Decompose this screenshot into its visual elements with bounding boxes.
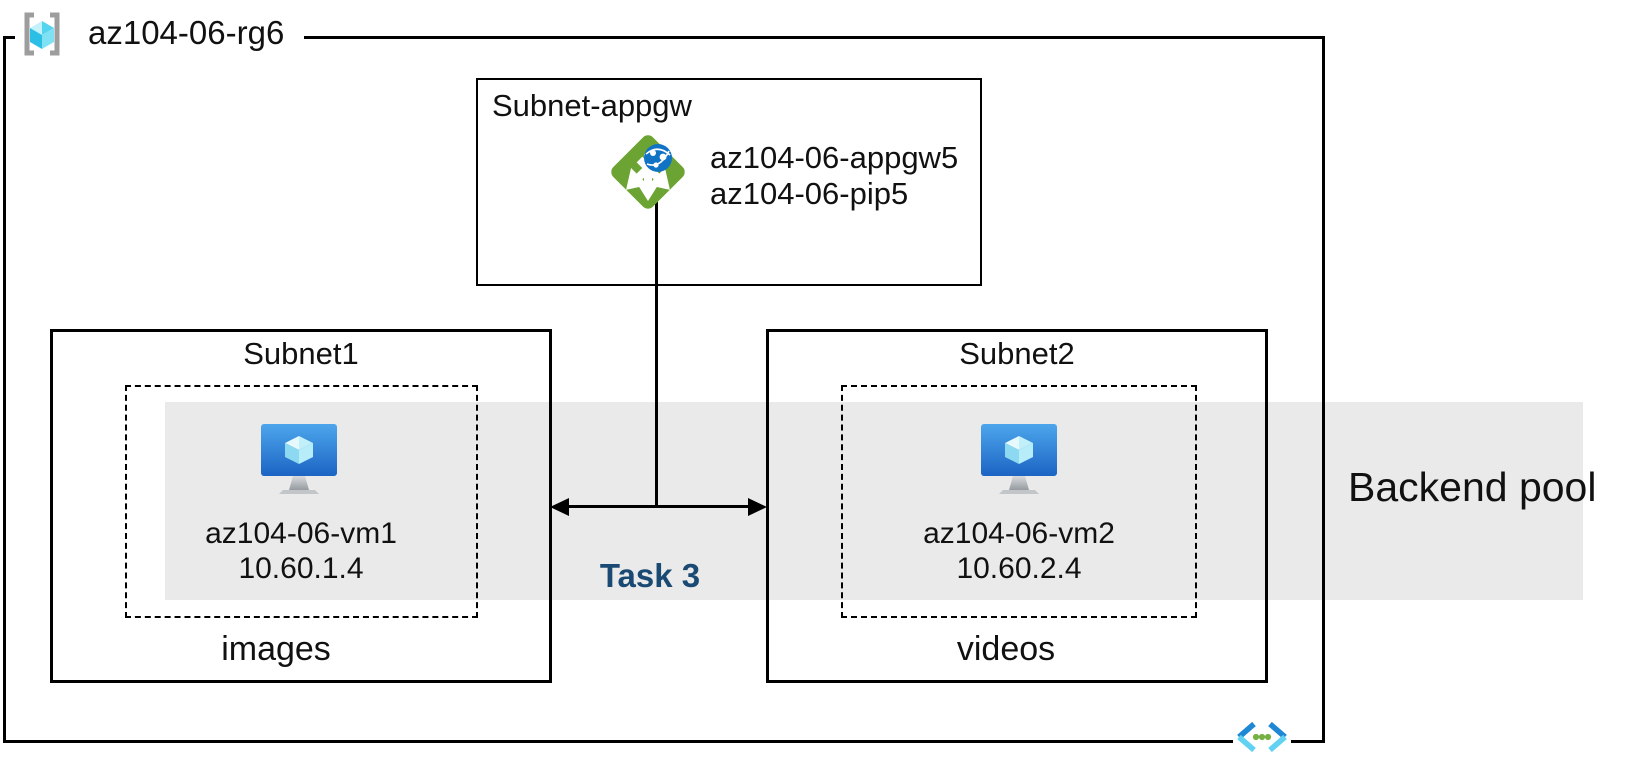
- application-gateway-icon: [611, 135, 685, 209]
- vm2-labels: az104-06-vm2 10.60.2.4: [842, 517, 1196, 586]
- resource-group-border: [3, 36, 1325, 743]
- arrowhead-right-icon: [748, 498, 767, 516]
- subnet1-label: Subnet1: [243, 336, 359, 371]
- subnet1-dashed-group: [125, 385, 478, 618]
- subnet2-box: [766, 329, 1268, 683]
- appgw-subnet-box: [476, 78, 982, 286]
- vm1-labels: az104-06-vm1 10.60.1.4: [126, 517, 476, 586]
- task-label: Task 3: [599, 557, 701, 594]
- subnet1-container-label: images: [221, 630, 331, 668]
- virtual-network-icon: [1233, 719, 1291, 755]
- backend-pool-band: [165, 402, 1583, 600]
- gateway-connector-line: [655, 200, 658, 507]
- vm2-ip-label: 10.60.2.4: [956, 551, 1082, 585]
- gateway-name-label: az104-06-appgw5: [710, 140, 959, 175]
- resource-group-icon: [24, 12, 60, 56]
- virtual-machine-icon: [981, 424, 1057, 494]
- resource-group-border-gap: [15, 34, 304, 42]
- public-ip-label: az104-06-pip5: [710, 175, 909, 211]
- gateway-labels: az104-06-appgw5 az104-06-pip5: [710, 140, 958, 211]
- vm1-ip-label: 10.60.1.4: [238, 551, 364, 585]
- subnet-connector-line: [566, 505, 751, 508]
- virtual-machine-icon: [261, 424, 337, 494]
- vm2-name-label: az104-06-vm2: [923, 517, 1115, 550]
- subnet2-container-label: videos: [956, 630, 1056, 668]
- arrowhead-left-icon: [550, 498, 569, 516]
- appgw-subnet-label: Subnet-appgw: [492, 88, 692, 123]
- vm1-name-label: az104-06-vm1: [205, 517, 397, 550]
- resource-group-label: az104-06-rg6: [88, 14, 285, 51]
- backend-pool-label: Backend pool: [1348, 464, 1597, 510]
- subnet2-dashed-group: [841, 385, 1197, 618]
- subnet2-label: Subnet2: [959, 336, 1075, 371]
